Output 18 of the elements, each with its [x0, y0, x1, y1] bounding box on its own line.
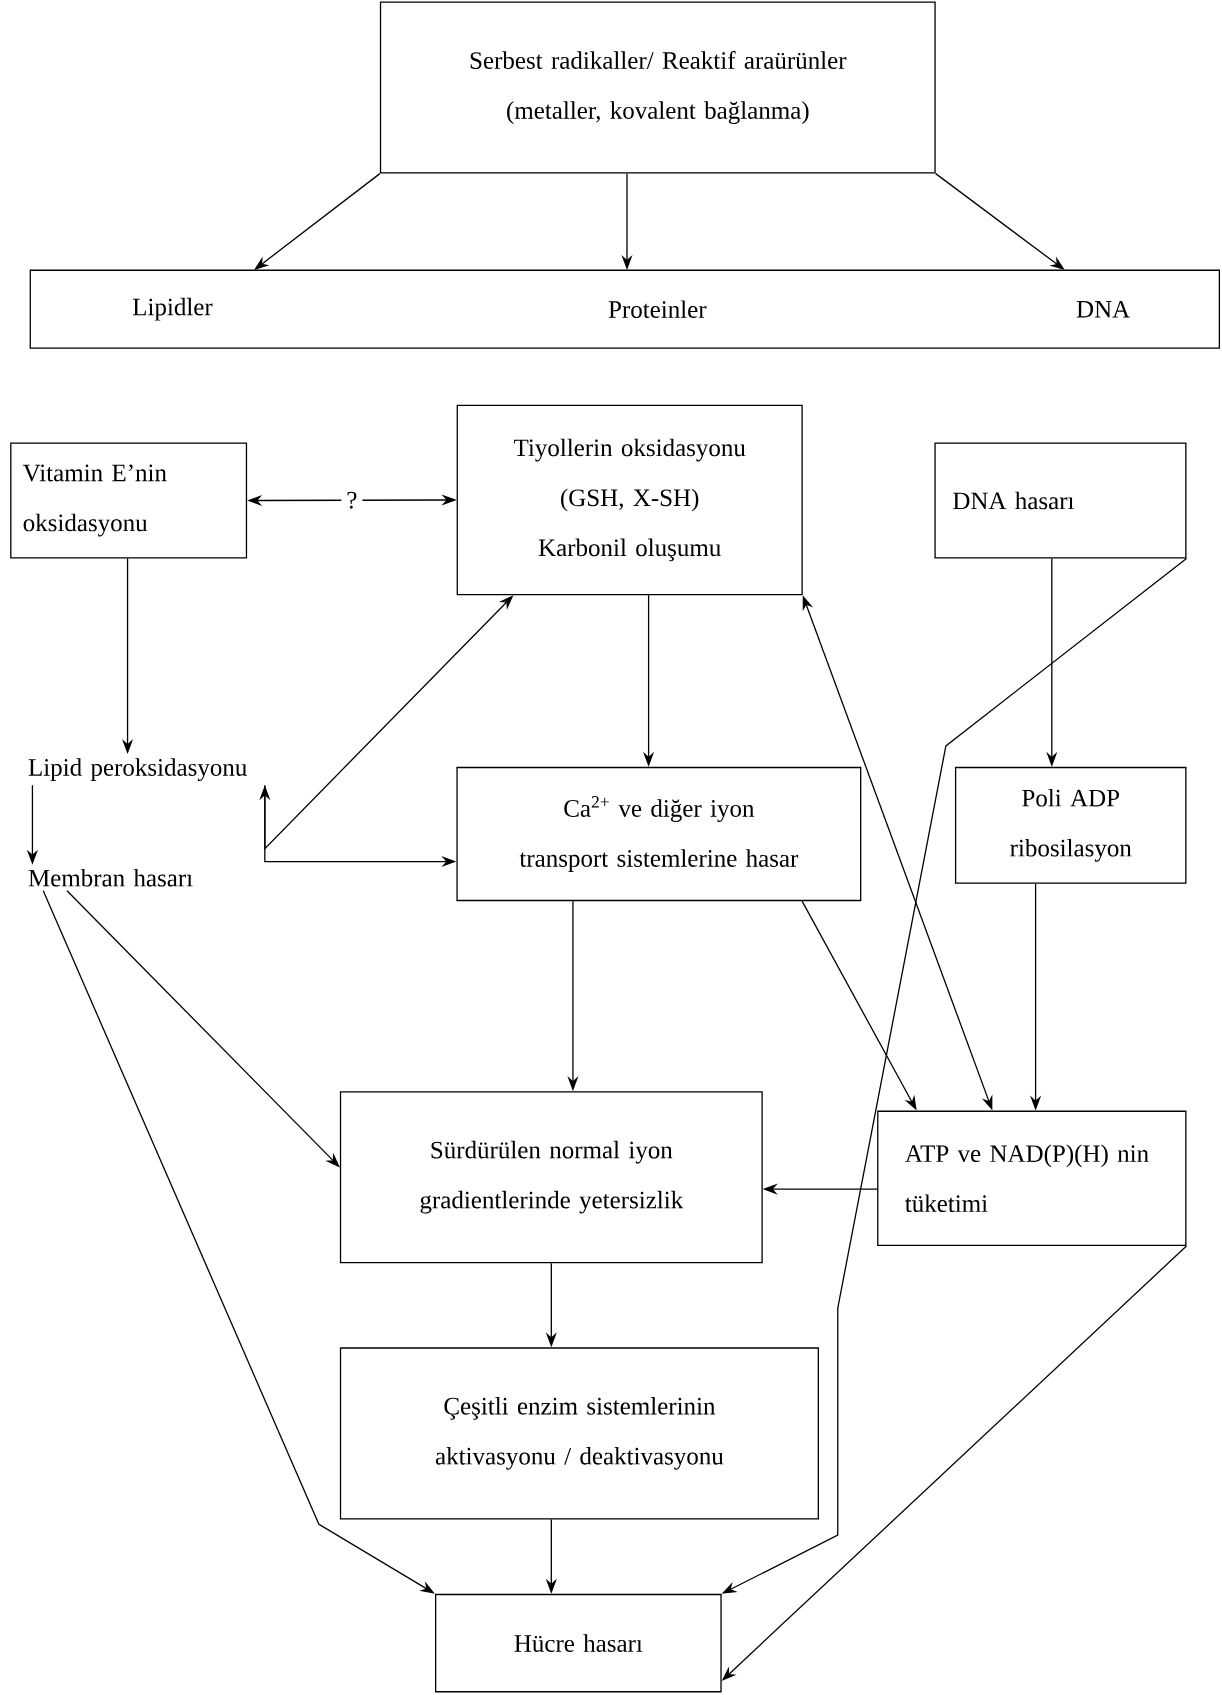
process-box: Çeşitli enzim sistemlerinin aktivasyonu / deaktivasyonu	[340, 1347, 820, 1520]
category-band	[29, 269, 1221, 349]
process-box: DNA hasarı	[934, 442, 1187, 559]
process-box: Tiyollerin oksidasyonu (GSH, X-SH) Karbonil oluşumu	[456, 404, 803, 596]
process-label: Lipid peroksidasyonu	[28, 758, 248, 782]
process-label: Membran hasarı	[28, 869, 193, 887]
process-box: Hücre hasarı	[435, 1593, 722, 1693]
process-box: ATP ve NAD(P)(H) nin tüketimi	[877, 1110, 1187, 1246]
edge-label: ?	[341, 486, 363, 514]
category-label: Proteinler	[609, 300, 707, 318]
process-box: Poli ADP ribosilasyon	[955, 766, 1187, 884]
process-box: Vitamin E’nin oksidasyonu	[10, 442, 248, 559]
category-label: DNA	[1077, 300, 1131, 318]
arrow	[259, 595, 514, 851]
process-box: Serbest radikaller/ Reaktif araürünler (metaller, kovalent bağlanma)	[380, 1, 936, 174]
process-box: Sürdürülen normal iyon gradientlerinde yetersizlik	[340, 1091, 763, 1264]
category-label: Lipidler	[133, 297, 213, 321]
process-box: Ca$^{2+}$ ve diğer iyon transport sistemlerine hasar	[456, 766, 862, 902]
